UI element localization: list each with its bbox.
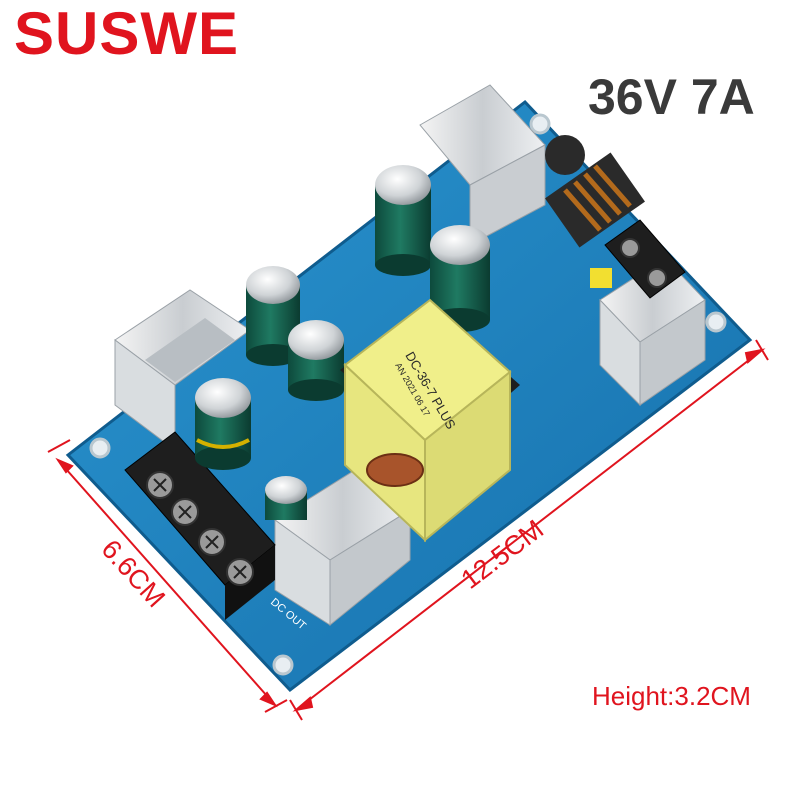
width-dimension-line: [47, 439, 288, 713]
inductor-icon: [366, 453, 424, 487]
inductor-icon: [545, 135, 645, 248]
capacitor-icon: [265, 476, 307, 520]
brand-logo: SUSWE: [14, 0, 240, 67]
length-dimension-line: [289, 339, 769, 721]
heatsink-icon: [419, 84, 706, 407]
small-capacitor: [590, 268, 612, 288]
capacitor-icon: [375, 165, 431, 276]
height-dimension-label: Height:3.2CM: [592, 681, 751, 711]
capacitor-icon: [288, 320, 344, 401]
terminal-block-icon: [604, 219, 686, 299]
terminal-block-icon: [124, 431, 276, 620]
voltage-current-spec: 36V 7A: [588, 69, 755, 125]
mounting-holes: [89, 113, 727, 676]
capacitor-icon: [195, 378, 251, 470]
capacitor-icon: [246, 266, 300, 366]
transformer-icon: DC-36-7 PLUS AN 2021 06 17: [340, 298, 520, 543]
